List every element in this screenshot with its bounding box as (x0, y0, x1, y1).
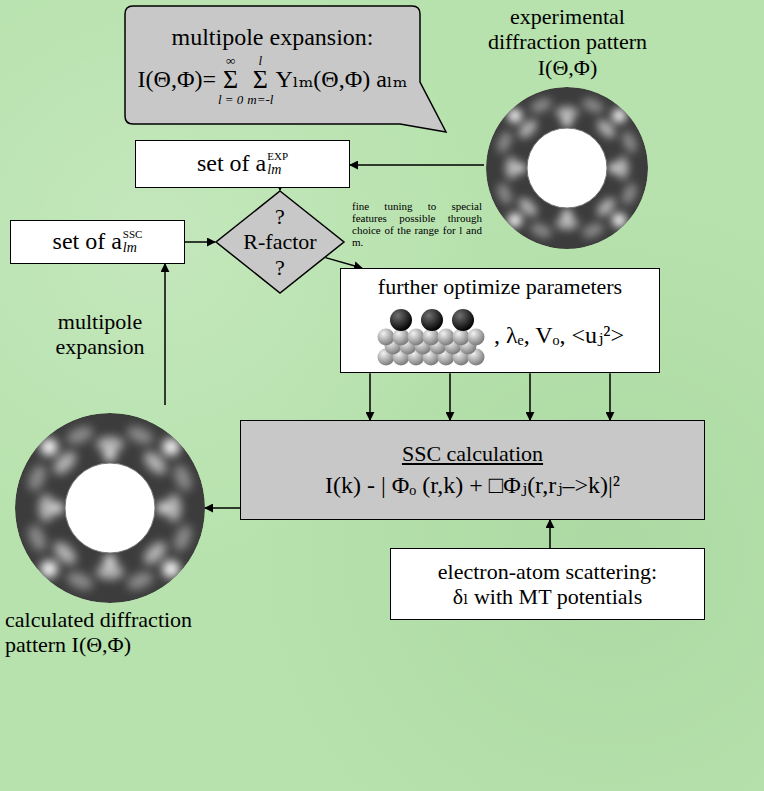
formula-text: I(k) - | Φₒ (r,k) + □Φⱼ(r,rⱼ–>k)|² (251, 472, 694, 500)
subscript: lm (267, 162, 281, 177)
box-text: δₗ with MT potentials (399, 584, 696, 609)
index-stack: SSClm (123, 228, 143, 255)
decision-mark: ? (275, 255, 285, 280)
process-box: further optimize parameters , λₑ, Vₒ, <uⱼ… (340, 268, 660, 373)
flow-arrow (549, 520, 551, 548)
sum-limit: l (259, 54, 263, 67)
sum-limit: m=-l (247, 93, 273, 106)
decision-label: R-factor (243, 229, 316, 254)
formula-row: I(Θ,Φ)=∞Σl = 0lΣm=-lYₗₘ(Θ,Φ) aₗₘ (138, 54, 408, 106)
superscript: EXP (267, 150, 288, 162)
diamond-outline (216, 191, 344, 293)
edge-label: multipole expansion (45, 309, 155, 360)
sum-sign: lΣm=-l (247, 54, 273, 106)
flow-arrow (369, 373, 371, 420)
sum-limit: ∞ (226, 54, 235, 67)
superscript: SSC (123, 228, 143, 240)
figure-heading: experimental diffraction pattern I(Θ,Φ) (470, 4, 665, 80)
sum-symbol: Σ (253, 67, 268, 93)
callout-heading: multipole expansion: (172, 24, 374, 52)
box-heading: SSC calculation (251, 441, 694, 466)
set-label: set of aSSClm (53, 228, 143, 256)
index-stack: EXPlm (267, 150, 288, 177)
flow-arrow (529, 373, 531, 420)
callout-outline (125, 6, 446, 132)
set-label: set of aEXPlm (197, 150, 288, 178)
sum-limit: l = 0 (218, 93, 243, 106)
flow-arrow (205, 507, 240, 509)
parameter-row: , λₑ, Vₒ, <uⱼ²> (349, 303, 651, 367)
surface-atoms-illustration (376, 303, 488, 367)
annotation-note: fine tuning to special features possible… (352, 200, 482, 248)
flow-arrow (449, 373, 451, 420)
callout-bubble: multipole expansion:I(Θ,Φ)=∞Σl = 0lΣm=-l… (125, 6, 420, 124)
callout-shape (125, 6, 420, 124)
decision-diamond: ?R-factor? (215, 190, 345, 294)
subscript: lm (123, 240, 137, 255)
pattern-figure: calculated diffraction pattern I(Θ,Φ) (5, 405, 230, 658)
box-heading: further optimize parameters (349, 274, 651, 299)
decision-mark: ? (275, 204, 285, 229)
parameter-list: , λₑ, Vₒ, <uⱼ²> (494, 322, 624, 350)
data-box: set of aEXPlm (135, 140, 350, 188)
diffraction-pattern (470, 84, 665, 252)
flow-arrow (350, 164, 484, 166)
flow-arrow (609, 373, 611, 420)
formula-text: Yₗₘ(Θ,Φ) aₗₘ (275, 66, 407, 94)
diffraction-pattern (5, 405, 230, 605)
figure-caption: calculated diffraction pattern I(Θ,Φ) (5, 607, 230, 658)
flow-arrow (185, 241, 215, 243)
sum-symbol: Σ (223, 67, 238, 93)
set-text: set of a (197, 150, 266, 178)
flow-arrow (326, 258, 363, 268)
formula-text: I(Θ,Φ)= (138, 66, 216, 94)
sum-sign: ∞Σl = 0 (218, 54, 243, 106)
set-text: set of a (53, 228, 122, 256)
box-heading: electron-atom scattering: (399, 559, 696, 584)
flow-arrow (164, 264, 166, 405)
pattern-figure: experimental diffraction pattern I(Θ,Φ) (470, 4, 665, 252)
process-box: electron-atom scattering:δₗ with MT pote… (390, 548, 705, 620)
calculation-box: SSC calculationI(k) - | Φₒ (r,k) + □Φⱼ(r… (240, 420, 705, 520)
data-box: set of aSSClm (10, 220, 185, 264)
flow-arrow (279, 188, 281, 190)
